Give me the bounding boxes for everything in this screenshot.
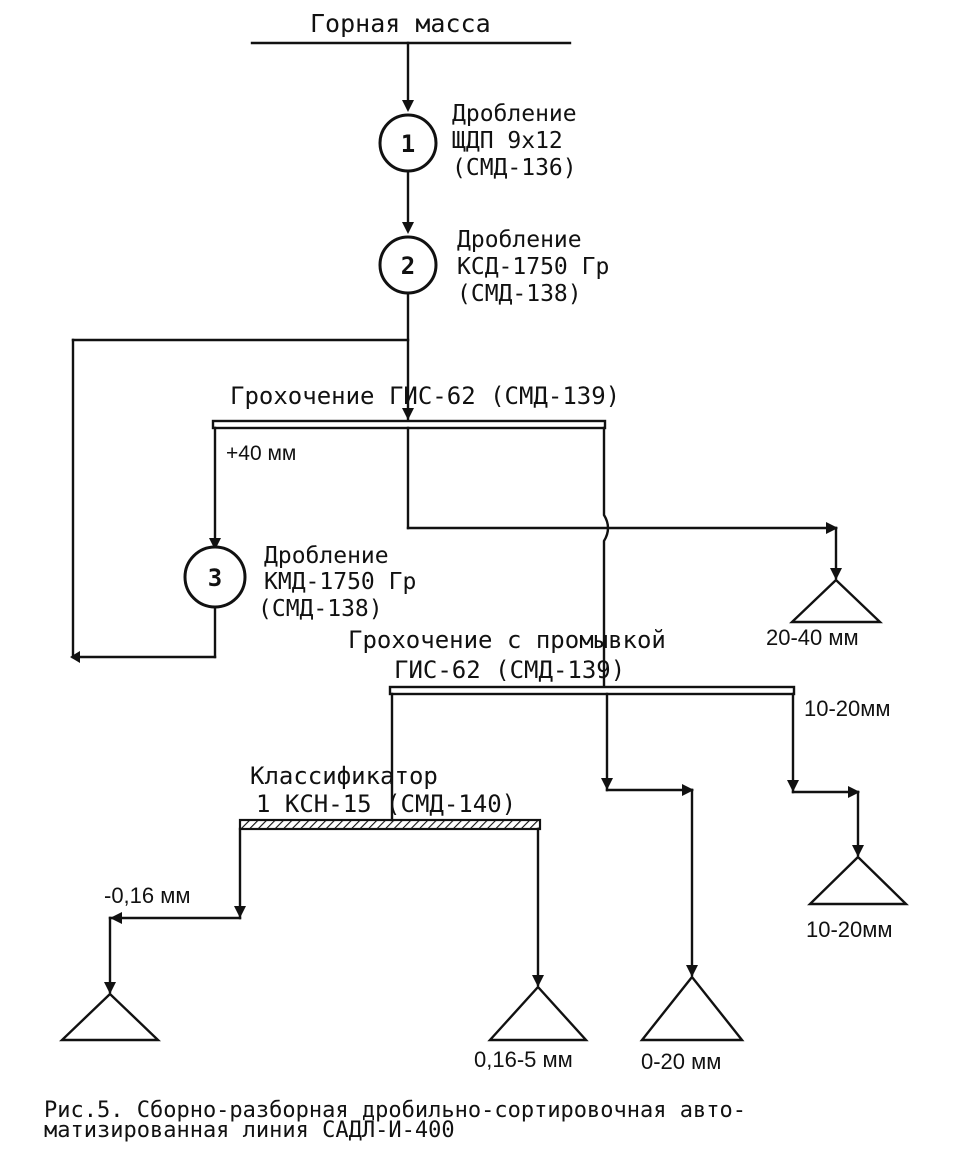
arrow-recycle (70, 651, 80, 663)
crusher-3-code: (СМД-138) (258, 596, 383, 622)
crusher-3-number: 3 (208, 564, 222, 592)
arrow-down-10-20 (787, 780, 799, 792)
pile-0-20 (639, 975, 745, 1042)
screen-2-title: Грохочение с промывкой (348, 626, 666, 654)
crusher-2-code: (СМД-138) (457, 281, 582, 307)
product-20-40-label: 20-40 мм (766, 625, 859, 650)
arrow-to-crusher-2 (402, 222, 414, 234)
arrow-to-screen-1 (402, 408, 414, 420)
screen-2-fraction-label: 10-20мм (804, 696, 891, 721)
product-10-20-label: 10-20мм (806, 917, 893, 942)
crusher-3-title: Дробление (264, 543, 389, 569)
caption-line-1: Рис.5. Сборно-разборная дробильно-сортир… (44, 1098, 746, 1123)
arrow-to-pile-10-20 (852, 845, 864, 857)
caption-line-2: матизированная линия САДЛ-И-400 (44, 1118, 455, 1143)
arrow-classifier-left (234, 906, 246, 918)
pile-20-40 (789, 578, 883, 624)
arrow-to-pile-20-40 (830, 568, 842, 580)
classifier-undersize-label: -0,16 мм (104, 883, 191, 908)
crusher-3-model: КМД-1750 Гр (264, 569, 416, 595)
flow-screen-1-to-screen-2 (602, 426, 610, 688)
arrow-left-fines (110, 912, 122, 924)
feed-label: Горная масса (310, 9, 491, 38)
crusher-2-number: 2 (401, 252, 415, 280)
crusher-1-code: (СМД-136) (452, 155, 577, 181)
crusher-2-title: Дробление (457, 227, 582, 253)
classifier-title: Классификатор (250, 762, 438, 790)
arrow-right-10-20 (848, 786, 860, 798)
screen-2-model: ГИС-62 (СМД-139) (394, 656, 625, 684)
arrow-to-pile-fines (104, 982, 116, 994)
arrow-right-0-20 (682, 784, 694, 796)
arrow-right-20-40 (826, 522, 838, 534)
arrow-down-0-20 (601, 778, 613, 790)
screen-2-deck (388, 685, 796, 696)
classifier-body (238, 818, 542, 831)
arrow-to-pile-0-16-5 (532, 975, 544, 987)
screen-1-oversize-label: +40 мм (226, 442, 296, 465)
arrow-to-crusher-3 (209, 538, 221, 550)
classifier-model: 1 КСН-15 (СМД-140) (256, 790, 516, 818)
pile-fines (59, 992, 161, 1042)
crusher-2-model: КСД-1750 Гр (457, 254, 609, 280)
pile-0-16-5 (487, 985, 589, 1042)
product-0-16-5-label: 0,16-5 мм (474, 1047, 573, 1072)
crusher-1-model: ЩДП 9x12 (452, 128, 563, 154)
arrow-to-pile-0-20 (686, 965, 698, 977)
pile-10-20 (807, 855, 909, 906)
crusher-1-title: Дробление (452, 101, 577, 127)
arrow-to-crusher-1 (402, 100, 414, 112)
product-0-20-label: 0-20 мм (641, 1049, 721, 1074)
crusher-1-number: 1 (401, 130, 415, 158)
screen-1-label: Грохочение ГИС-62 (СМД-139) (230, 382, 620, 410)
